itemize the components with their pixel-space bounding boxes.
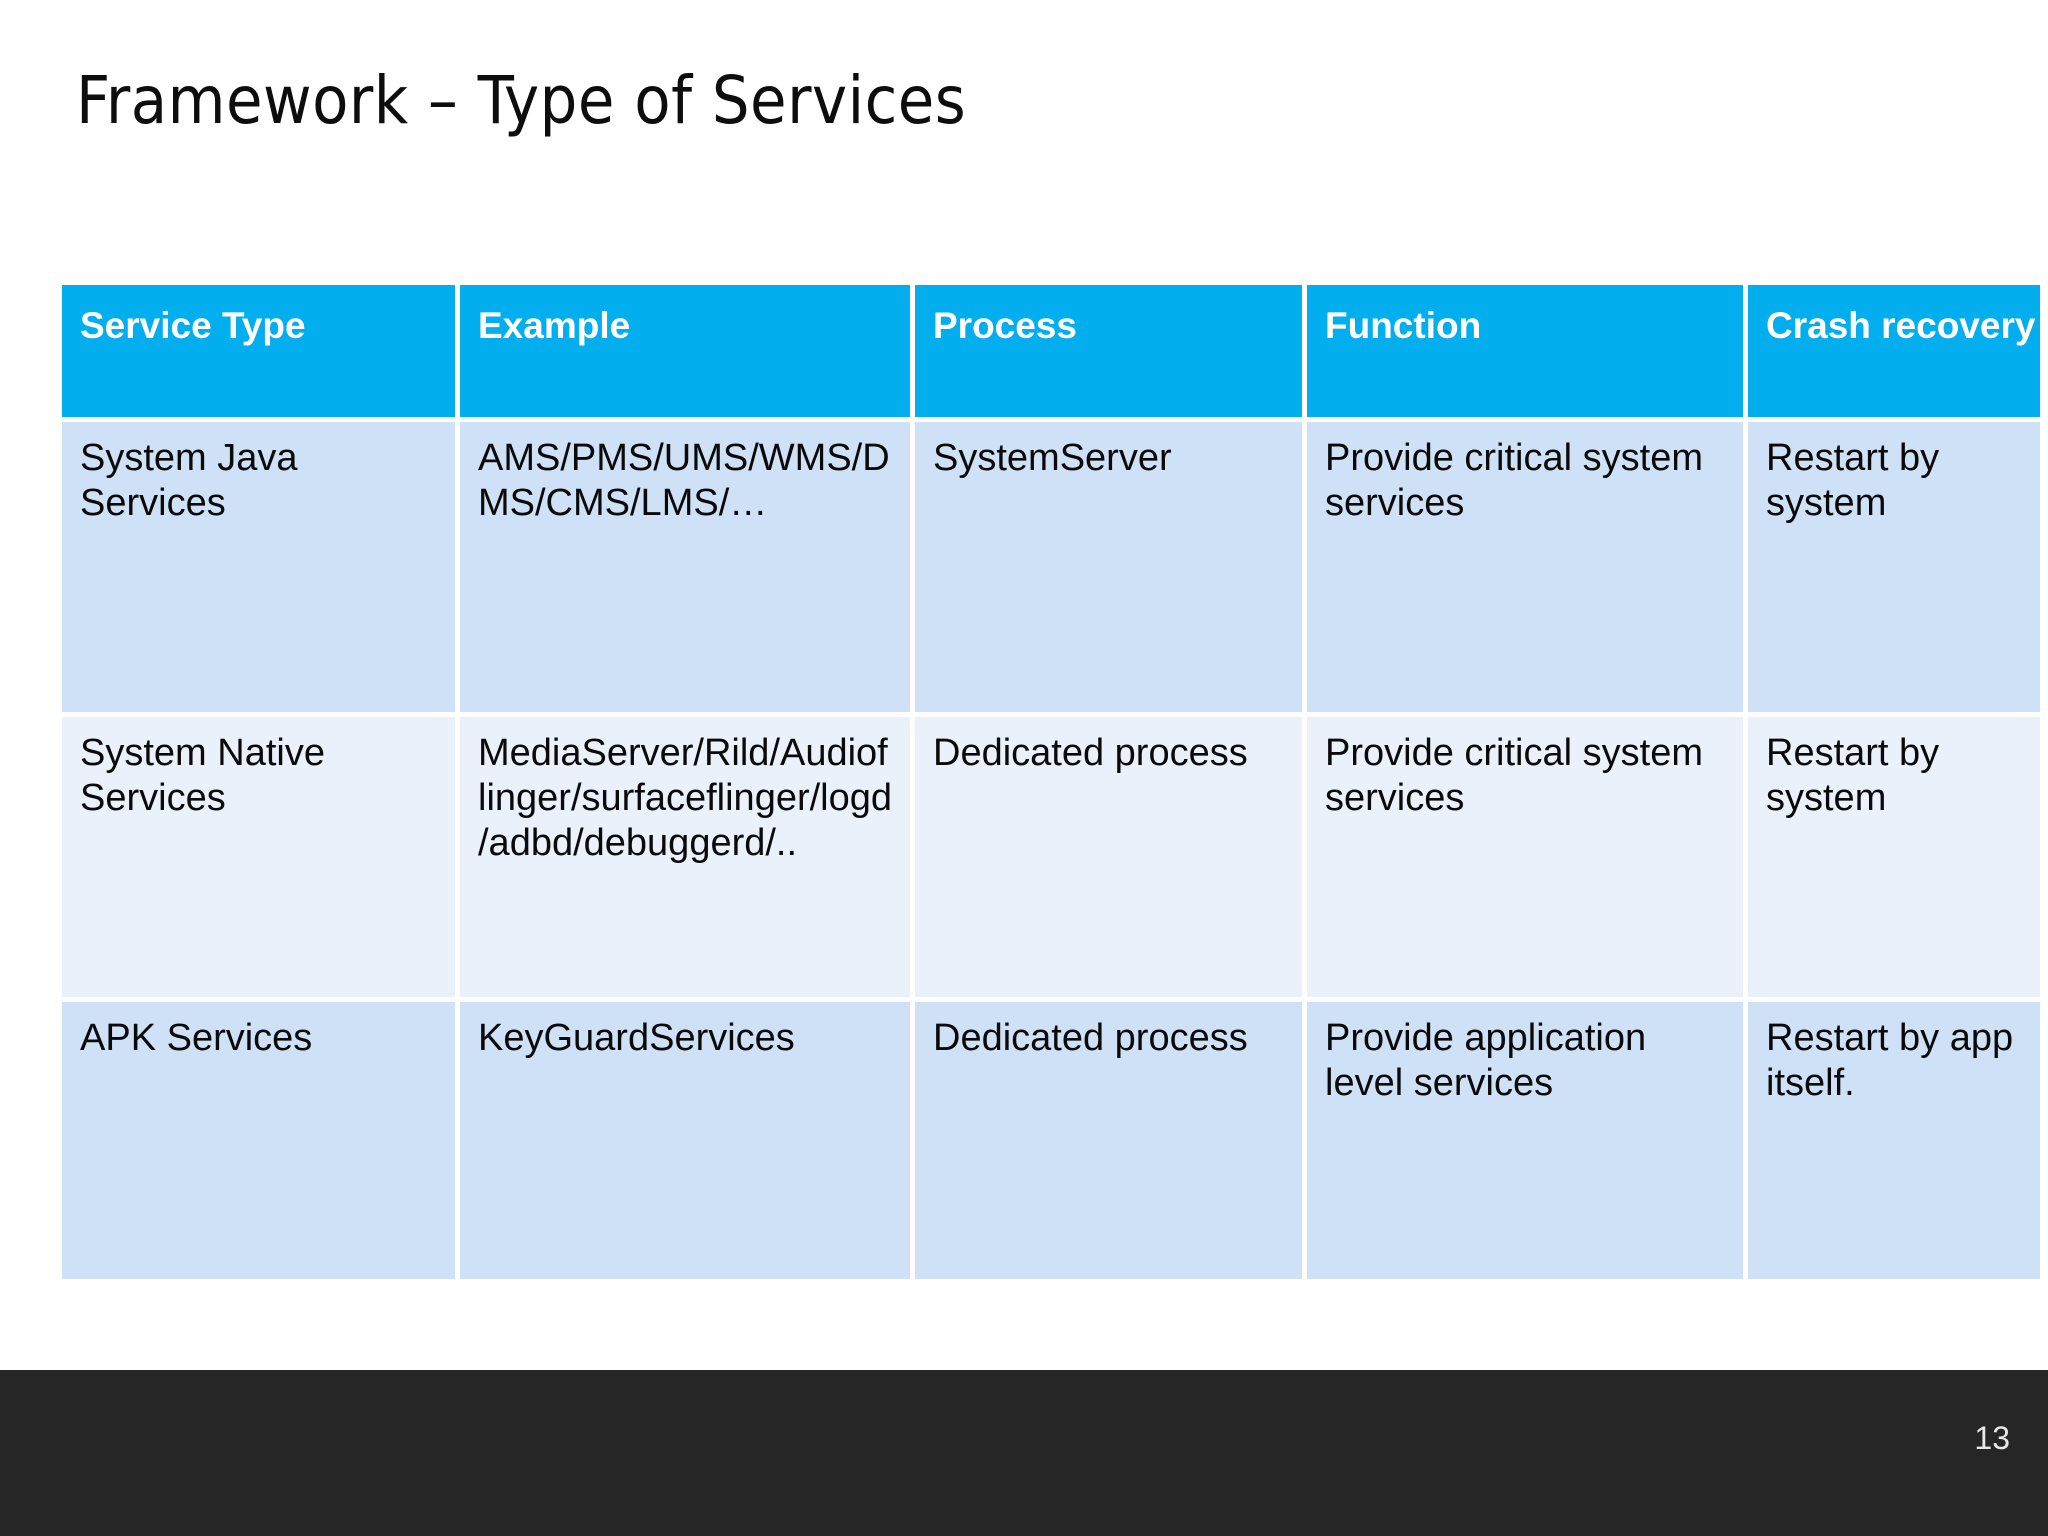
- page-number: 13: [1974, 1420, 2010, 1456]
- column-header-example: Example: [460, 285, 910, 417]
- table-row: System Java Services AMS/PMS/UMS/WMS/DMS…: [62, 422, 2040, 712]
- services-table: Service Type Example Process Function Cr…: [57, 280, 2045, 1284]
- page-title: Framework – Type of Services: [76, 62, 967, 139]
- cell-crash-recovery: Restart by system: [1748, 422, 2040, 712]
- cell-process: Dedicated process: [915, 717, 1302, 997]
- table-row: System Native Services MediaServer/Rild/…: [62, 717, 2040, 997]
- cell-example: MediaServer/Rild/Audioflinger/surfacefli…: [460, 717, 910, 997]
- footer-bar: [0, 1370, 2048, 1536]
- cell-function: Provide critical system services: [1307, 422, 1743, 712]
- table-row: APK Services KeyGuardServices Dedicated …: [62, 1002, 2040, 1279]
- table-header: Service Type Example Process Function Cr…: [62, 285, 2040, 417]
- services-table-container: Service Type Example Process Function Cr…: [62, 285, 2040, 1279]
- cell-process: SystemServer: [915, 422, 1302, 712]
- cell-crash-recovery: Restart by system: [1748, 717, 2040, 997]
- cell-function: Provide critical system services: [1307, 717, 1743, 997]
- cell-service-type: APK Services: [62, 1002, 455, 1279]
- cell-service-type: System Native Services: [62, 717, 455, 997]
- table-header-row: Service Type Example Process Function Cr…: [62, 285, 2040, 417]
- cell-function: Provide application level services: [1307, 1002, 1743, 1279]
- cell-crash-recovery: Restart by app itself.: [1748, 1002, 2040, 1279]
- cell-process: Dedicated process: [915, 1002, 1302, 1279]
- cell-service-type: System Java Services: [62, 422, 455, 712]
- column-header-crash-recovery: Crash recovery: [1748, 285, 2040, 417]
- column-header-process: Process: [915, 285, 1302, 417]
- cell-example: KeyGuardServices: [460, 1002, 910, 1279]
- column-header-function: Function: [1307, 285, 1743, 417]
- column-header-service-type: Service Type: [62, 285, 455, 417]
- table-body: System Java Services AMS/PMS/UMS/WMS/DMS…: [62, 422, 2040, 1279]
- cell-example: AMS/PMS/UMS/WMS/DMS/CMS/LMS/…: [460, 422, 910, 712]
